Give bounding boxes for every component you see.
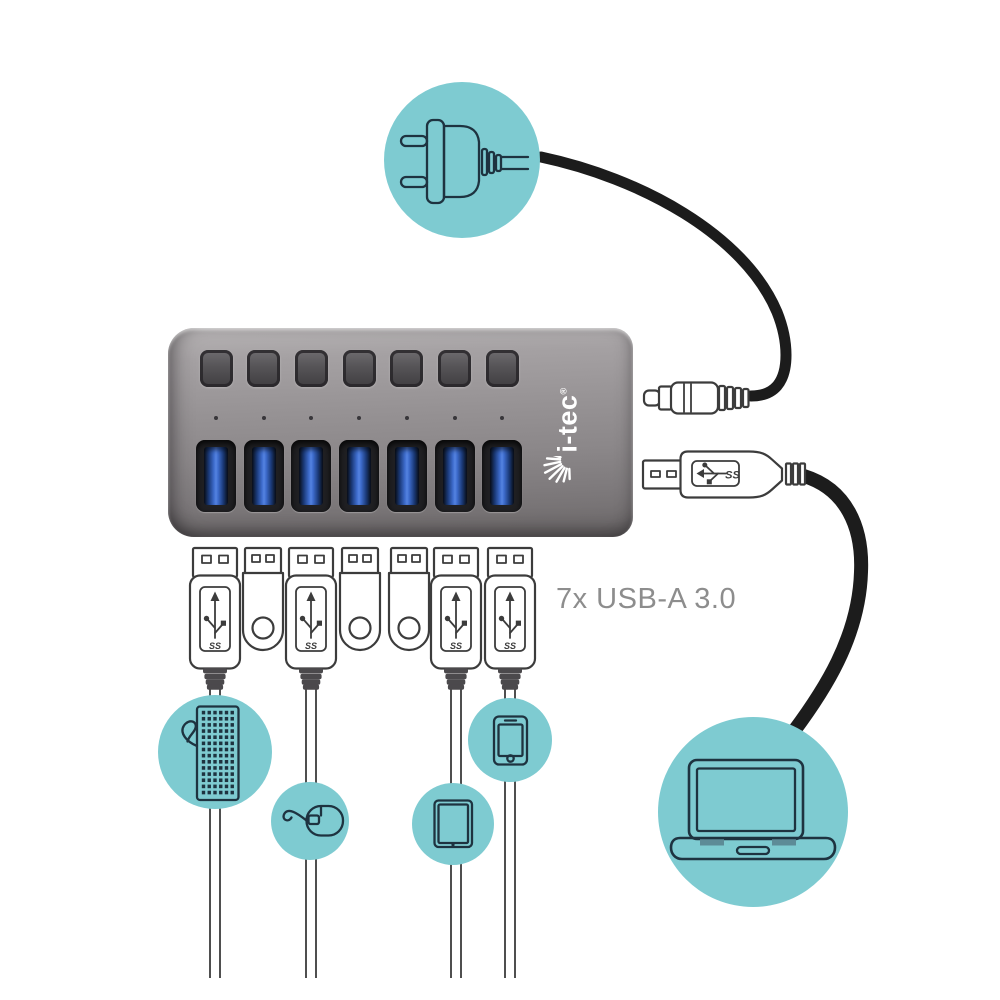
laptop-badge — [658, 717, 848, 907]
usb-flash-drive-5 — [387, 546, 431, 652]
usb-ss-label: SS — [450, 641, 462, 651]
ports-label: 7x USB-A 3.0 — [556, 583, 737, 615]
hub-power-button-6[interactable] — [438, 350, 471, 387]
hub-usb-port-3 — [291, 440, 332, 512]
hub-usb-port-tongue-4 — [347, 447, 372, 505]
hub-power-button-1[interactable] — [199, 350, 233, 387]
smartphone-icon — [492, 715, 529, 766]
brand-logo-text: i-tec® — [552, 387, 583, 453]
hub-led-3 — [309, 416, 314, 420]
hub-connectors-row: SS SS SS SS — [188, 546, 537, 978]
hub-power-button-4[interactable] — [342, 350, 376, 387]
usb-superspeed-icon: SS — [696, 462, 740, 485]
keyboard-badge — [158, 695, 272, 809]
hub-usb-port-tongue-1 — [204, 447, 228, 505]
smartphone-badge — [468, 698, 552, 782]
tablet-icon — [433, 799, 474, 849]
usb-a-plug-3: SS — [284, 546, 338, 978]
usb-ss-label: SS — [305, 641, 317, 651]
hub-usb-port-tongue-5 — [394, 447, 419, 505]
power-plug-icon — [399, 118, 530, 205]
hub-usb-port-1 — [196, 440, 236, 512]
usb-a-plug-7: SS — [483, 546, 537, 978]
hub-led-2 — [261, 416, 266, 420]
usb-b-cable — [787, 469, 869, 738]
brand-logo-rays-icon — [543, 456, 571, 483]
usb-ss-label: SS — [504, 641, 516, 651]
usb-flash-drive-4 — [338, 546, 382, 652]
hub-usb-port-tongue-6 — [442, 447, 467, 505]
hub-led-5 — [404, 416, 409, 420]
brand-logo: i-tec® — [543, 372, 592, 483]
hub-led-6 — [452, 416, 457, 420]
usb-flash-drive-2 — [241, 546, 285, 652]
usb-hub: i-tec® — [168, 328, 633, 537]
hub-power-button-3[interactable] — [294, 350, 328, 387]
hub-led-7 — [500, 416, 505, 420]
hub-usb-port-2 — [243, 440, 284, 512]
hub-usb-port-tongue-2 — [251, 447, 276, 505]
mouse-badge — [271, 782, 349, 860]
tablet-badge — [412, 783, 494, 865]
hub-led-1 — [214, 416, 218, 420]
usb-b-plug: SS — [641, 450, 807, 499]
hub-usb-port-6 — [434, 440, 475, 512]
usb-ss-label: SS — [725, 470, 740, 482]
laptop-icon — [669, 758, 837, 861]
hub-power-button-7[interactable] — [485, 350, 519, 387]
hub-usb-port-tongue-3 — [299, 447, 324, 505]
hub-usb-port-tongue-7 — [490, 447, 515, 505]
usb-a-plug-6: SS — [429, 546, 483, 978]
power-plug-badge — [384, 82, 540, 238]
hub-power-button-5[interactable] — [390, 350, 424, 387]
dc-barrel-connector — [642, 381, 750, 415]
hub-usb-port-5 — [386, 440, 427, 512]
hub-power-button-2[interactable] — [247, 350, 281, 387]
hub-usb-port-4 — [339, 440, 380, 512]
keyboard-icon — [181, 705, 240, 802]
power-cable — [535, 151, 792, 402]
hub-usb-port-7 — [482, 440, 523, 512]
usb-a-plug-1: SS — [188, 546, 242, 978]
mouse-icon — [282, 804, 345, 837]
usb-ss-label: SS — [209, 641, 221, 651]
hub-led-4 — [357, 416, 362, 420]
